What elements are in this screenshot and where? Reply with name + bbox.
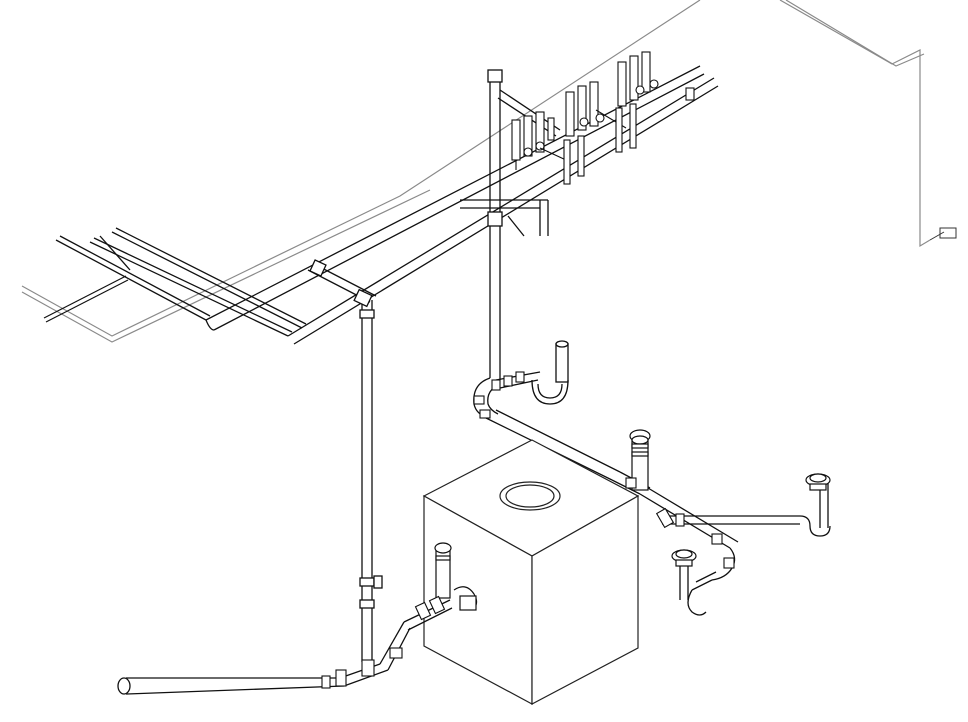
branch-to-floor-drain [639,480,831,616]
valve-icon [511,51,695,185]
wall-cleanout-icon [929,227,957,241]
valve-group-3 [615,51,695,153]
floor-drain [671,549,697,567]
supply-pipe-1 [55,65,705,331]
vent-cap [629,429,651,491]
supply-pipe-2 [89,77,719,345]
valve-group-1 [511,111,567,170]
supply-tee [307,259,377,308]
drain-riser [359,300,383,662]
outlet-couplings [321,595,446,689]
vertical-stack [460,69,561,380]
outlet-drain [117,599,453,695]
vent-pipe [531,340,569,405]
tank-vent [434,542,478,611]
floor-drain [805,473,831,491]
interceptor-tank [422,439,640,706]
wall-outline [21,0,931,343]
supply-branch-rod [43,275,129,323]
branch-couplings [625,477,735,569]
valve-group-2 [563,81,627,185]
waste-couplings [473,371,525,419]
